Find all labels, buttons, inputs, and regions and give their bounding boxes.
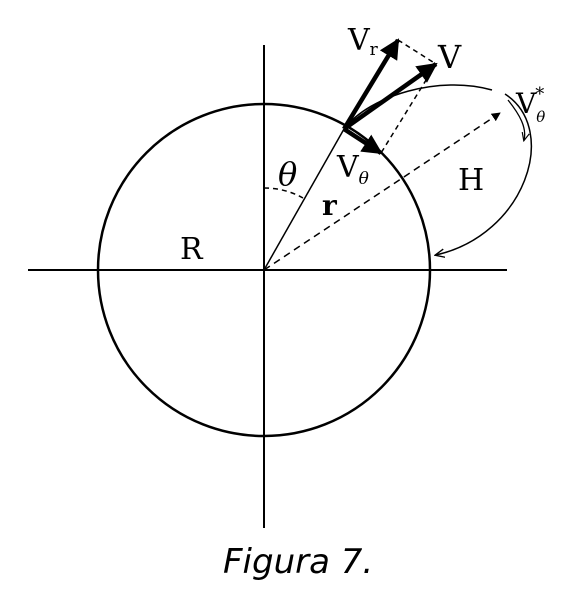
label-v-r: Vr [347,23,379,60]
parallelogram-right-dashed [380,63,437,154]
theta-angle-arc [263,187,304,199]
label-capital-r: R [180,232,204,267]
label-theta: θ [278,155,297,193]
label-v: V [437,38,462,76]
label-h: H [458,163,484,198]
parallelogram-top-dashed [397,39,437,65]
position-radius-line [263,128,345,271]
v-r-vector [342,38,400,131]
v-theta-star-small-arrow [507,99,525,140]
label-v-theta: Vθ [336,150,369,189]
v-theta-vector [342,127,383,155]
h-return-arc [436,93,532,255]
label-v-theta-star: Vθ* [515,84,545,126]
label-r: r [322,189,338,222]
planet-circle [96,102,432,438]
figure-caption: Figura 7. [223,542,373,582]
h-trajectory-arc [343,84,493,130]
